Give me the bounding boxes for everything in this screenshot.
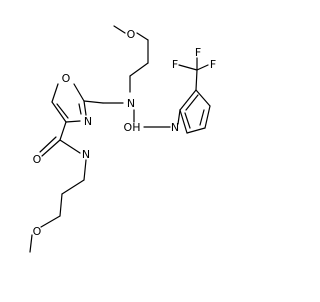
bond — [61, 179, 85, 195]
bond — [136, 32, 149, 41]
bond — [83, 100, 104, 104]
atom-labels: O O N N OH N F F F O N O — [33, 28, 217, 238]
atom-label-methoxy-o-top: O — [127, 28, 136, 41]
bond — [59, 193, 63, 217]
bond — [177, 109, 181, 125]
atom-label-amide-n: N — [82, 148, 90, 161]
bond — [51, 83, 59, 103]
atom-label-fluorine-right: F — [210, 58, 216, 71]
bond — [83, 159, 87, 181]
bond — [40, 215, 61, 228]
atom-label-urea-oh: OH — [124, 121, 141, 134]
bonds — [29, 25, 211, 253]
bond — [78, 103, 82, 115]
bond — [185, 94, 199, 111]
chemical-structure-diagram: O O N N OH N F F F O N O — [29, 25, 217, 253]
bond — [195, 89, 211, 107]
bond — [73, 83, 85, 102]
bond — [178, 64, 198, 71]
bond — [179, 109, 188, 134]
bond — [204, 105, 211, 129]
bond — [196, 64, 209, 71]
atom-label-oxazole-o: O — [62, 72, 71, 85]
atom-label-amide-o: O — [33, 153, 42, 166]
bond — [59, 121, 67, 141]
bond — [56, 103, 69, 119]
atom-label-oxazole-n: N — [84, 115, 92, 128]
bond — [195, 69, 198, 91]
bond — [65, 120, 81, 123]
bond — [113, 25, 126, 34]
bond — [199, 109, 205, 126]
bond — [186, 127, 206, 134]
atom-label-urea-n: N — [171, 121, 179, 134]
bond — [83, 100, 87, 116]
atom-label-fluorine-mid: F — [195, 46, 201, 59]
bond — [29, 234, 33, 253]
atom-label-fluorine-left: F — [172, 58, 178, 71]
bond — [51, 101, 67, 123]
atom-label-amine-n: N — [127, 97, 135, 110]
bond — [59, 139, 81, 154]
bond — [129, 62, 149, 77]
bond — [184, 112, 191, 129]
bond — [41, 139, 61, 157]
atom-label-methoxy-o-bottom: O — [33, 225, 42, 238]
bond — [179, 89, 197, 111]
bond — [39, 136, 57, 153]
